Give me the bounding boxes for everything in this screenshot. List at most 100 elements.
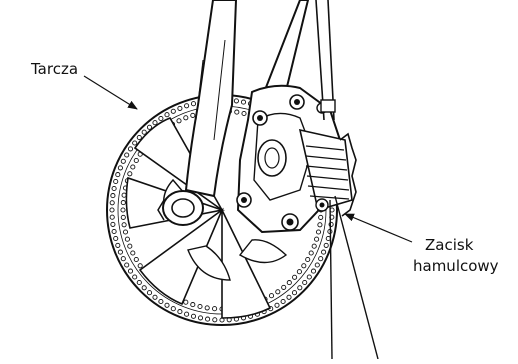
- disc-hole: [114, 236, 118, 240]
- disc-hole: [184, 300, 188, 304]
- disc-hole: [234, 99, 238, 103]
- disc-hole: [128, 244, 132, 248]
- disc-hole: [171, 109, 175, 113]
- disc-hole: [242, 111, 246, 115]
- disc-hole: [205, 306, 209, 310]
- disc-hole: [318, 223, 322, 227]
- disc-hole: [133, 275, 137, 279]
- disc-hole: [131, 165, 135, 169]
- disc-hole: [134, 158, 138, 162]
- disc-hole: [191, 102, 195, 106]
- disc-hole: [241, 100, 245, 104]
- disc-hole: [134, 257, 138, 261]
- disc-hole: [112, 229, 116, 233]
- disc-hole: [111, 222, 115, 226]
- disc-hole: [322, 250, 326, 254]
- disc-hole: [275, 303, 279, 307]
- disc-hole: [191, 113, 195, 117]
- disc-hole: [287, 295, 291, 299]
- disc-hole: [110, 215, 114, 219]
- disc-hole: [303, 280, 307, 284]
- disc-hole: [235, 110, 239, 114]
- disc-hole: [131, 251, 135, 255]
- disc-hole: [198, 316, 202, 320]
- disc-hole: [121, 159, 125, 163]
- disc-hole: [165, 113, 169, 117]
- disc-hole: [122, 223, 126, 227]
- disc-hole: [319, 257, 323, 261]
- disc-hole: [116, 173, 120, 177]
- disc-hole: [121, 201, 125, 205]
- disc-hole: [184, 116, 188, 120]
- disc-hole: [118, 250, 122, 254]
- disc-hole: [315, 263, 319, 267]
- disc-hole: [147, 291, 151, 295]
- disc-hole: [178, 310, 182, 314]
- disc-hole: [138, 264, 142, 268]
- disc-hole: [312, 244, 316, 248]
- caliper-leader-arrow: [345, 214, 412, 242]
- disc-hole: [110, 201, 114, 205]
- disc-hole: [159, 116, 163, 120]
- disc-hole: [185, 104, 189, 108]
- disc-hole: [128, 147, 132, 151]
- disc-hole: [112, 186, 116, 190]
- disc-hole: [153, 121, 157, 125]
- disc-hole: [191, 303, 195, 307]
- disc-hole: [309, 251, 313, 255]
- disc-hole: [324, 243, 328, 247]
- disc-hole: [153, 295, 157, 299]
- disc-hole: [292, 291, 296, 295]
- disc-hole: [165, 303, 169, 307]
- disc-hole: [125, 263, 129, 267]
- disc-hole: [121, 215, 125, 219]
- disc-hole: [123, 230, 127, 234]
- disc-hole: [121, 208, 125, 212]
- disc-hole: [287, 281, 291, 285]
- disc-hole: [198, 304, 202, 308]
- disc-hole: [297, 270, 301, 274]
- disc-hole: [302, 264, 306, 268]
- disc-hole: [118, 166, 122, 170]
- disc-hole: [171, 307, 175, 311]
- disc-hole: [128, 269, 132, 273]
- disc-hole: [185, 312, 189, 316]
- disc-hole: [177, 119, 181, 123]
- disc-hole: [178, 106, 182, 110]
- disc-hole: [206, 317, 210, 321]
- disc-hole: [276, 290, 280, 294]
- disc-hole: [306, 257, 310, 261]
- disc-hole: [191, 314, 195, 318]
- disc-hole: [159, 299, 163, 303]
- disc-hole: [315, 237, 319, 241]
- disc-hole: [269, 294, 273, 298]
- disc-hole: [281, 299, 285, 303]
- disc-hole: [116, 243, 120, 247]
- disc-hole: [125, 237, 129, 241]
- disc-hole: [121, 257, 125, 261]
- disc-hole: [133, 141, 137, 145]
- disc-hole: [110, 208, 114, 212]
- caliper-label-line1: Zacisk: [425, 236, 473, 255]
- disc-hole: [128, 172, 132, 176]
- disc-hole: [213, 318, 217, 322]
- disc-hole: [307, 275, 311, 279]
- disc-hole: [298, 286, 302, 290]
- disc-hole: [311, 269, 315, 273]
- disc-hole: [122, 193, 126, 197]
- disc-label: Tarcza: [31, 60, 78, 79]
- disc-hole: [293, 275, 297, 279]
- disc-hole: [137, 280, 141, 284]
- disc-hole: [137, 135, 141, 139]
- disc-hole: [142, 286, 146, 290]
- disc-hole: [282, 285, 286, 289]
- caliper-label-line2: hamulcowy: [413, 257, 499, 276]
- disc-hole: [114, 179, 118, 183]
- disc-hole: [319, 215, 323, 219]
- disc-leader-arrow: [84, 76, 137, 109]
- disc-hole: [213, 307, 217, 311]
- disc-hole: [111, 194, 115, 198]
- disc-hole: [316, 230, 320, 234]
